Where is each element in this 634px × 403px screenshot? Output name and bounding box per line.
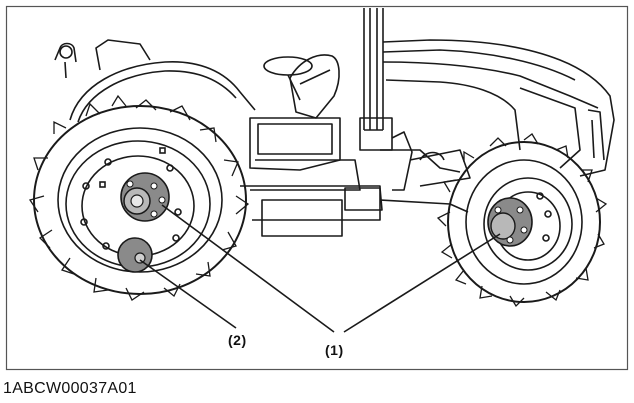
leader-line-1-front bbox=[343, 233, 501, 333]
rear-lower-cap-highlight bbox=[117, 237, 153, 273]
callout-label-2: (2) bbox=[228, 332, 247, 348]
rear-hub-highlight bbox=[120, 172, 170, 222]
front-tire-tread bbox=[436, 133, 608, 308]
leader-line-2 bbox=[139, 259, 237, 329]
leader-lines bbox=[139, 204, 501, 333]
callout-label-1: (1) bbox=[325, 342, 344, 358]
figure-code: 1ABCW00037A01 bbox=[3, 380, 137, 397]
leader-line-1-rear bbox=[161, 204, 335, 333]
figure-frame bbox=[5, 5, 629, 371]
front-hub-highlight bbox=[487, 197, 533, 247]
